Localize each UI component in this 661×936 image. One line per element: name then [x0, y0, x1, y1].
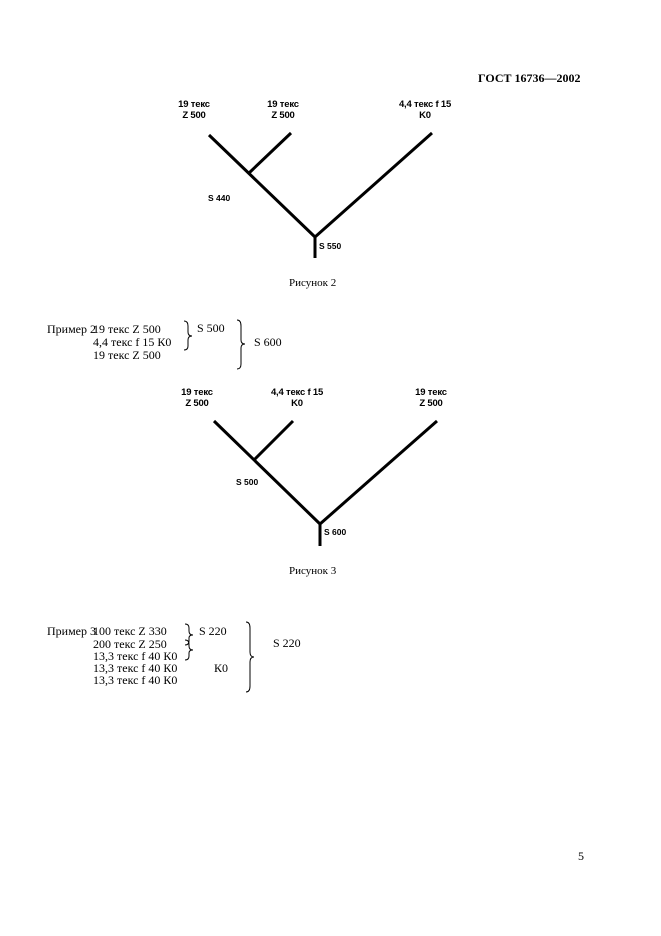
example-2-line-1: 19 текс Z 500: [93, 322, 161, 336]
figure-3-leaf-1-line1: 19 текс: [181, 387, 213, 398]
figure-3-leaf-2: 4,4 текс f 15 K0: [271, 387, 323, 409]
example-3-inner-twist: S 220: [199, 624, 227, 638]
figure-3-inner-twist-label: S 500: [236, 477, 259, 487]
example-3-k0-label: К0: [214, 661, 229, 675]
page-number: 5: [578, 849, 584, 863]
figure-3-leaf-2-line1: 4,4 текс f 15: [270, 387, 324, 398]
figure-2-inner-twist-label: S 440: [208, 193, 231, 203]
figure-2-leaf-2: 19 текс Z 500: [267, 99, 299, 121]
figure-3-branch-right: [319, 419, 438, 526]
figure-2-leaf-3-line2: K0: [419, 110, 431, 121]
figure-2-leaf-1: 19 текс Z 500: [178, 99, 210, 121]
example-3-line-5: 13,3 текс f 40 К0: [93, 673, 178, 687]
figure-2-leaf-3-line1: 4,4 текс f 15: [398, 99, 452, 110]
example-3-line-3: 13,3 текс f 40 К0: [93, 649, 178, 663]
figure-2-branch-right: [314, 131, 433, 239]
figure-3-leaf-1: 19 текс Z 500: [181, 387, 213, 409]
figure-3-leaf-3-line1: 19 текс: [415, 387, 447, 398]
figure-2-leaf-2-line1: 19 текс: [267, 99, 299, 110]
figure-3-leaf-3: 19 текс Z 500: [415, 387, 447, 409]
example-2-lead: Пример 2: [47, 322, 97, 336]
example-2-outer-twist: S 600: [254, 335, 282, 349]
example-2-line-3: 19 текс Z 500: [93, 348, 161, 362]
document-header: ГОСТ 16736—2002: [478, 71, 581, 85]
figure-3-caption: Рисунок 3: [289, 565, 337, 577]
example-3-lead: Пример 3: [47, 624, 97, 638]
example-3-outer-brace: [245, 621, 255, 693]
figure-2-leaf-2-line2: Z 500: [271, 110, 295, 121]
example-3-inner-brace-bottom: [184, 639, 194, 661]
figure-2-branch-inner: [247, 131, 293, 175]
figure-2-leaf-1-line1: 19 текс: [178, 99, 210, 110]
example-3-outer-twist: S 220: [273, 636, 301, 650]
example-3-line-4: 13,3 текс f 40 К0: [93, 661, 178, 675]
figure-3-leaf-3-line2: Z 500: [419, 398, 443, 409]
figure-2-leaf-3: 4,4 текс f 15 K0: [399, 99, 451, 121]
example-3-line-1: 100 текс Z 330: [93, 624, 167, 638]
figure-2-root-twist-label: S 550: [319, 241, 342, 251]
figure-2-branch-left: [207, 133, 317, 239]
figure-2-caption: Рисунок 2: [289, 277, 337, 289]
figure-3-branch-inner: [252, 419, 295, 462]
figure-3-root-twist-label: S 600: [324, 527, 347, 537]
example-3-line-2: 200 текс Z 250: [93, 637, 167, 651]
figure-2-leaf-1-line2: Z 500: [182, 110, 206, 121]
figure-3-branch-left: [212, 419, 322, 526]
figure-3-leaf-1-line2: Z 500: [185, 398, 209, 409]
example-2-line-2: 4,4 текс f 15 К0: [93, 335, 172, 349]
example-2-inner-twist: S 500: [197, 321, 225, 335]
example-2-inner-brace: [183, 320, 193, 351]
example-2-outer-brace: [236, 319, 246, 370]
figure-3-leaf-2-line2: K0: [291, 398, 303, 409]
